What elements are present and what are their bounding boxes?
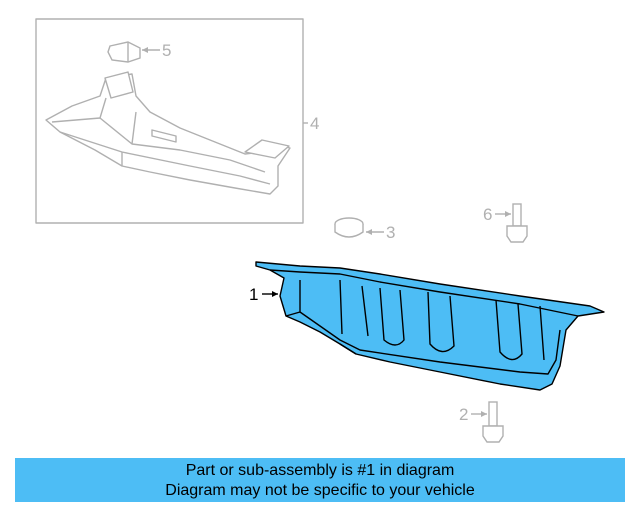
bolt-2-shaft — [488, 401, 498, 427]
oil-pan-inner-rim — [299, 280, 561, 375]
bolt-6-shaft — [512, 203, 522, 227]
banner-line-1: Part or sub-assembly is #1 in diagram — [185, 462, 455, 479]
parts-diagram: 5 4 6 3 1 2 — [35, 18, 605, 443]
callout-4: 4 — [310, 114, 319, 133]
filter-top-edge — [51, 97, 266, 173]
oil-pan-flange — [269, 269, 579, 317]
filter-assembly-frame — [35, 18, 304, 224]
callout-3: 3 — [386, 223, 395, 242]
seal-group — [107, 41, 160, 63]
filter-assembly-group — [35, 18, 308, 224]
oil-pan-edge — [285, 311, 357, 355]
filter-pickup-tube — [104, 71, 134, 99]
bolt-2-head — [482, 425, 504, 443]
filter-bottom-edge — [59, 131, 271, 185]
callout-6: 6 — [483, 205, 492, 224]
oil-pan-group — [255, 261, 605, 391]
bolt-2-group — [471, 401, 504, 443]
banner-line-2: Diagram may not be specific to your vehi… — [165, 482, 475, 499]
bolt-6-head — [506, 225, 528, 243]
callout-5: 5 — [162, 41, 171, 60]
callout-1: 1 — [249, 285, 258, 304]
seal-icon — [107, 41, 141, 63]
bolt-6-group — [495, 203, 528, 243]
callout-2: 2 — [459, 405, 468, 424]
o-ring-group — [334, 217, 384, 238]
oil-pan-ribs — [339, 279, 545, 361]
filter-outlet — [244, 139, 290, 159]
filter-slot — [151, 129, 177, 143]
info-banner: Part or sub-assembly is #1 in diagram Di… — [15, 458, 625, 502]
